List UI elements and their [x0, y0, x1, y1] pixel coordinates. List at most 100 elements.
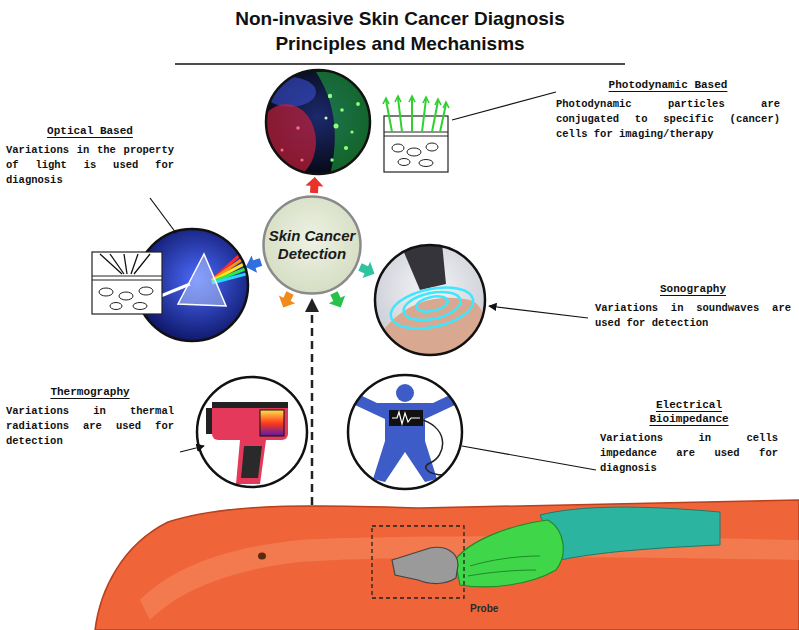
examiner-glove [455, 520, 563, 587]
method-heading: Optical Based [6, 124, 174, 138]
emission-ray-heads [383, 96, 449, 108]
center-circle: Skin Cancer Detection [262, 195, 362, 295]
fluorescent-dot [356, 102, 360, 106]
bioimpedance-ground [348, 375, 462, 489]
probe-device [392, 547, 458, 583]
method-heading: Photodynamic Based [556, 78, 780, 92]
method-description: Photodynamic particles are conjugated to… [556, 97, 780, 142]
method-description: Variations in soundwaves are used for de… [595, 301, 791, 331]
cell [392, 144, 404, 152]
fluorescent-dot [281, 149, 284, 152]
grip-pad [241, 446, 262, 478]
electrode-cable [423, 420, 462, 475]
fluorescent-dot [300, 158, 303, 161]
thermography-image [197, 377, 307, 487]
method-description: Variations in cells impedance are used f… [600, 431, 778, 476]
dashed-arrow-head [305, 298, 319, 312]
cell [426, 143, 438, 151]
cell [398, 159, 410, 166]
circle-outline [264, 197, 361, 294]
cell [99, 288, 113, 296]
leader-line [452, 92, 556, 120]
examiner-sleeve [540, 507, 720, 560]
sonography-frame [375, 245, 485, 355]
teal-arrow [356, 259, 378, 282]
method-heading: Thermography [6, 385, 174, 399]
method-block: Electrical BioimpedanceVariations in cel… [600, 398, 778, 476]
fluorescent-dot [325, 117, 328, 120]
leader-line [150, 198, 176, 233]
cell [407, 148, 421, 156]
probe-highlight-box [372, 526, 464, 598]
part-label: Probe [470, 603, 498, 615]
fluorescent-dot [328, 94, 332, 98]
leader-arrow [180, 446, 204, 452]
cell [133, 303, 147, 310]
camera-body [212, 402, 288, 440]
green-fluorescence [316, 70, 372, 176]
waveform [392, 412, 420, 424]
figure-head [396, 384, 414, 402]
leader-line [462, 446, 596, 470]
title-rule [175, 63, 625, 65]
teal-arrow [356, 259, 378, 282]
fluorescent-dot [296, 126, 300, 130]
green-arrow [326, 289, 349, 311]
fluorescent-dot [344, 146, 348, 150]
method-heading: Electrical Bioimpedance [634, 398, 744, 426]
green-arrow [326, 289, 349, 311]
diagram-title: Non-invasive Skin Cancer Diagnosis Princ… [210, 6, 590, 56]
method-block: ThermographyVariations in thermal radiat… [6, 385, 174, 449]
sound-wave [387, 281, 477, 336]
skin-section-inset [384, 116, 448, 172]
skin-lesion [258, 553, 266, 560]
sonography-image [372, 243, 488, 362]
red-fluorescence [256, 104, 316, 180]
cell [119, 292, 133, 300]
method-description: Variations in the property of light is u… [6, 143, 174, 188]
patient-body [95, 500, 799, 630]
method-heading: Sonography [595, 282, 791, 296]
fluorescent-dot [330, 158, 333, 161]
thermal-screen [260, 410, 284, 436]
camera-top [212, 402, 288, 408]
method-block: SonographyVariations in soundwaves are u… [595, 282, 791, 331]
camera-grip [236, 440, 266, 484]
figure-body [355, 394, 455, 482]
cell [419, 160, 433, 167]
orange-arrow [275, 289, 298, 311]
skin-section-inset [92, 252, 162, 314]
method-block: Optical BasedVariations in the property … [6, 124, 174, 188]
incident-rays [100, 254, 150, 274]
skin-layer-line [92, 276, 162, 280]
fluorescent-dot [340, 108, 344, 112]
fluorescent-dot [334, 124, 339, 129]
red-arrow [305, 177, 324, 194]
sound-wave [401, 287, 463, 324]
thermography-frame [197, 377, 307, 487]
skin-layer-line [384, 132, 448, 136]
cell [110, 303, 122, 310]
bioimpedance-frame [348, 375, 462, 489]
red-arrow [305, 177, 324, 194]
circle-text-holder: Skin Cancer Detection [262, 195, 362, 295]
circle-label: Skin Cancer Detection [267, 227, 357, 263]
photodynamic-image [256, 70, 372, 180]
orange-arrow [275, 289, 298, 311]
prism [178, 254, 226, 306]
emission-rays [386, 98, 446, 132]
leader-arrow [489, 306, 588, 318]
blue-glow [264, 77, 316, 107]
fluorescent-dot [350, 130, 353, 133]
photodynamic-frame [266, 70, 370, 174]
dashed-arrow [311, 311, 314, 505]
cell [139, 287, 153, 295]
method-block: Photodynamic BasedPhotodynamic particles… [556, 78, 780, 142]
glove-fingers [468, 556, 540, 576]
impedance-meter [389, 410, 423, 426]
bioimpedance-image [348, 375, 462, 489]
thermography-ground [197, 377, 307, 487]
